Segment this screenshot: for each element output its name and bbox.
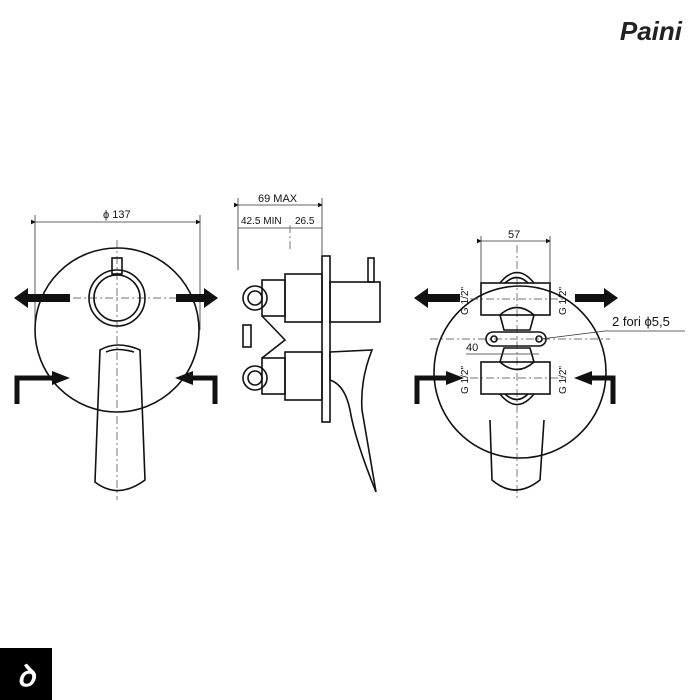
mounting-bracket — [485, 331, 547, 347]
front-view: ϕ 137 — [14, 209, 218, 500]
paini-logo: Paini — [620, 16, 682, 47]
inlet-arrow-right-icon — [574, 371, 592, 385]
connector-top — [480, 282, 551, 316]
inlet-arrow-right-icon — [175, 371, 193, 385]
inlet-arrow-left-icon — [14, 375, 55, 404]
outlet-arrow-right-icon — [575, 288, 618, 308]
max-depth-label: 69 MAX — [258, 193, 298, 205]
paini-badge-icon: ꝺ — [0, 648, 52, 700]
wall-plate — [321, 255, 331, 423]
outlet-arrow-left-icon — [414, 288, 460, 308]
diverter-knob — [88, 269, 146, 327]
thread-label: G 1/2" — [460, 366, 471, 394]
mixer-lever — [94, 344, 146, 492]
diameter-label: ϕ 137 — [103, 209, 131, 221]
mixer-lever-side — [329, 349, 377, 493]
depth-label: 26.5 — [295, 216, 315, 227]
holes-label: 2 fori ϕ5,5 — [612, 314, 670, 329]
rear-view: 57 2 fori ϕ5,5 40 G 1/2" G 1/2" G 1/2" G… — [414, 229, 685, 500]
rear-plate — [433, 285, 607, 459]
logo-text: Paini — [619, 16, 682, 46]
connector-bottom — [480, 361, 551, 395]
thread-label: G 1/2" — [558, 366, 569, 394]
thread-label: G 1/2" — [460, 287, 471, 315]
lever-outline — [489, 419, 545, 491]
min-depth-label: 42.5 MIN — [241, 216, 282, 227]
side-view: 69 MAX 42.5 MIN 26.5 — [234, 193, 381, 493]
outlet-arrow-right-icon — [176, 288, 218, 308]
outlet-arrow-left-icon — [14, 288, 70, 308]
spacing-label: 40 — [466, 342, 478, 354]
diverter-knob-side — [329, 281, 381, 323]
inlet-arrow-left-icon — [446, 371, 464, 385]
width-label: 57 — [508, 229, 520, 241]
thread-label: G 1/2" — [558, 287, 569, 315]
